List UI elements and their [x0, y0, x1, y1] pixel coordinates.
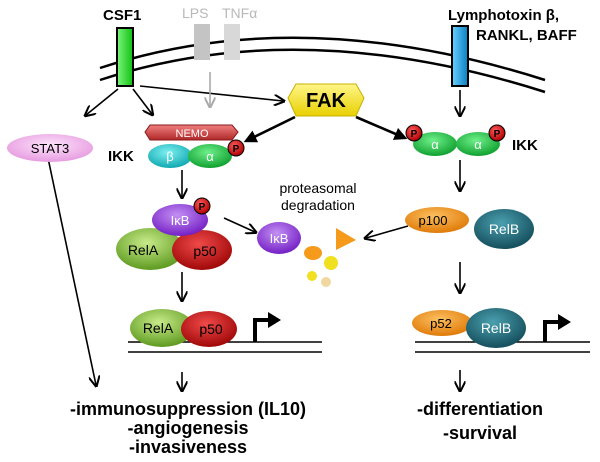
rela-subunit: [116, 228, 184, 270]
transcription-start-arrow: [543, 320, 561, 342]
arrow-stat3-to-outcomes: [47, 157, 96, 385]
alpha-label-1: α: [431, 137, 439, 152]
lps-label: LPS: [182, 5, 208, 21]
fragment-icon: [324, 256, 338, 270]
svg-text:p52: p52: [430, 316, 452, 331]
ikk-complex-left: NEMO β α P IKK: [108, 124, 245, 168]
transcription-arrowhead: [268, 312, 281, 328]
p100-relb-complex: p100 RelB: [405, 207, 534, 249]
ikb-rela-p50-complex: RelA p50 IκB P: [116, 197, 232, 270]
phospho-icon: [193, 197, 211, 215]
nuclear-complex-right: p52 RelB: [412, 308, 590, 353]
svg-text:RelA: RelA: [128, 242, 159, 258]
relb-nuclear: [466, 308, 526, 348]
fragment-icon: [336, 228, 356, 250]
alpha-label: α: [206, 149, 214, 164]
ikk-left-label: IKK: [108, 148, 134, 165]
arrow-p100-to-degradation: [366, 225, 409, 238]
nemo-shape: [144, 124, 239, 141]
outcome-differentiation: -differentiation: [417, 399, 543, 419]
ikk-alpha-subunit-2: [456, 132, 500, 156]
stat3-label: STAT3: [31, 141, 70, 156]
svg-text:RelB: RelB: [489, 221, 519, 237]
outcomes-right: -differentiation -survival: [417, 399, 543, 443]
svg-text:IκB: IκB: [270, 231, 289, 246]
lymphotoxin-receptor: [451, 25, 469, 87]
outcome-survival: -survival: [443, 423, 517, 443]
outcome-invasiveness: -invasiveness: [129, 437, 247, 457]
fragment-icon: [321, 277, 331, 287]
ikk-alpha-subunit-1: [413, 132, 457, 156]
svg-text:IκB: IκB: [171, 213, 190, 228]
p52-subunit: [412, 310, 472, 336]
arrow-ikb-to-degradation: [223, 217, 255, 232]
ikk-right-label: IKK: [512, 137, 538, 154]
svg-text:P: P: [411, 129, 418, 140]
svg-text:RelB: RelB: [481, 320, 511, 336]
csf1-receptor: [116, 27, 134, 87]
lps-receptor: [194, 24, 210, 60]
arrow-csf1-to-fak: [139, 85, 283, 101]
fak-label: FAK: [306, 90, 347, 112]
tnf-receptor: [224, 24, 240, 60]
arrow-fak-to-ikk-right: [355, 115, 408, 140]
p50-nuclear: [181, 311, 237, 347]
alpha-label-2: α: [474, 137, 482, 152]
stat3-node: STAT3: [7, 134, 93, 162]
fragment-icon: [307, 271, 317, 281]
transcription-arrowhead: [558, 314, 571, 330]
transcription-start-arrow: [253, 318, 271, 342]
lymphotoxin-label: Lymphotoxin β,: [448, 7, 559, 24]
ikk-alpha-subunit: [188, 144, 232, 168]
phospho-icon: [488, 124, 506, 142]
outcome-angiogenesis: -angiogenesis: [127, 418, 248, 438]
nemo-label: NEMO: [176, 128, 209, 140]
arrow-fak-to-ikk-left: [243, 115, 296, 143]
proteasomal-label: proteasomal: [279, 180, 356, 196]
arrow-csf1-to-stat3: [86, 88, 119, 115]
ikk-beta-subunit: [148, 144, 192, 168]
fak-node: FAK: [287, 83, 365, 117]
ikk-complex-right: α α P P IKK: [405, 124, 538, 156]
fragment-icon: [304, 246, 322, 260]
svg-text:p50: p50: [199, 321, 223, 337]
csf1-label: CSF1: [103, 7, 141, 24]
nuclear-complex-left: RelA p50: [128, 309, 322, 353]
svg-text:P: P: [199, 202, 206, 213]
outcome-immunosuppression: -immunosuppression (IL10): [70, 399, 306, 419]
ikb-degraded: [257, 222, 301, 254]
phospho-icon: [227, 139, 245, 157]
degradation-label: degradation: [281, 197, 355, 213]
relb-subunit: [474, 209, 534, 249]
svg-text:RelA: RelA: [143, 320, 174, 336]
arrow-csf1-to-ikk: [132, 88, 152, 114]
rankl-baff-label: RANKL, BAFF: [476, 27, 577, 44]
p50-subunit: [172, 230, 232, 270]
ikb-subunit: [152, 204, 208, 236]
tnfa-label: TNFα: [222, 5, 257, 21]
rela-nuclear: [130, 309, 194, 347]
outcomes-left: -immunosuppression (IL10) -angiogenesis …: [70, 399, 306, 457]
pathway-arrows: [47, 72, 460, 390]
cell-membrane: [99, 36, 546, 94]
phospho-label: P: [233, 144, 240, 155]
svg-text:P: P: [494, 129, 501, 140]
svg-text:p100: p100: [419, 213, 448, 228]
phospho-icon: [405, 124, 423, 142]
proteasomal-degradation: proteasomal degradation IκB: [257, 180, 357, 287]
p100-subunit: [405, 207, 469, 233]
beta-label: β: [166, 149, 173, 164]
svg-text:p50: p50: [193, 243, 217, 259]
